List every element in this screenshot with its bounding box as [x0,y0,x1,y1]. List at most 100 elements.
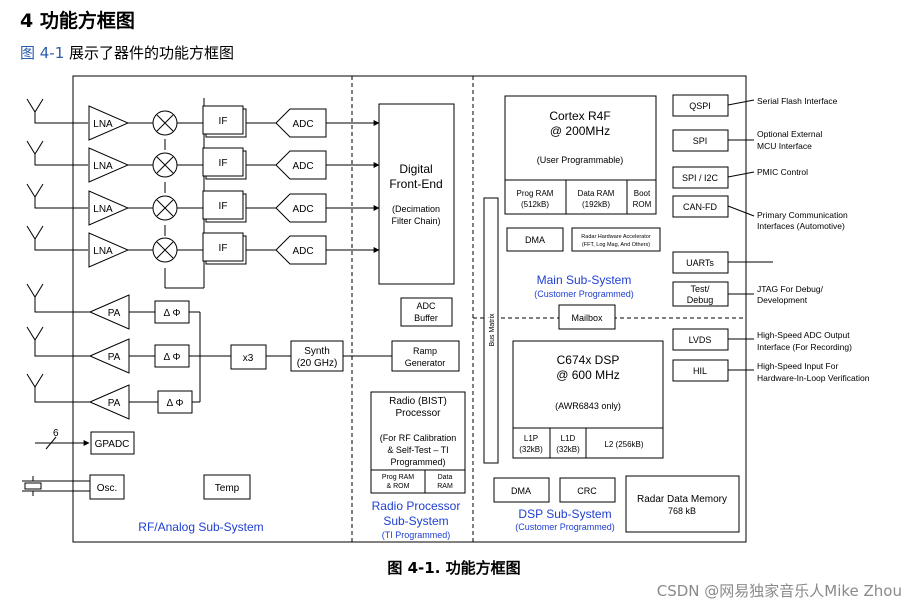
main-dma-label: DMA [525,235,545,245]
rx-row-1: LNA IF ADC [26,98,380,141]
pa-label: PA [108,352,121,363]
multiplier-x3-label: x3 [243,353,254,364]
bist-prog-ram-label: Prog RAM [382,474,414,481]
radar-data-memory-label: Radar Data Memory [637,494,727,505]
synth-block [290,340,344,372]
spi-label: SPI [693,136,708,146]
qspi-label: QSPI [689,101,711,111]
adc-label: ADC [292,246,313,257]
gpadc-inputs-count: 6 [53,428,59,439]
bist-prog-ram-label: & ROM [387,483,410,490]
mailbox-block [558,304,616,330]
rx-row-3: LNA IF ADC [26,183,380,226]
bist-processor-title: Processor [395,408,441,419]
pa-label: PA [108,398,121,409]
test-debug-block [672,281,729,307]
bist-processor-note: & Self-Test – TI [387,445,448,455]
hardware-accelerator-label: (FFT, Log Mag, And Others) [582,242,650,248]
synth-frequency: (20 GHz) [297,358,338,369]
bist-processor-title: Radio (BIST) [389,396,447,407]
bist-data-ram-label: Data [438,474,453,481]
synth-label: Synth [304,346,330,357]
spi-interface: SPI Optional External MCU Interface [672,129,822,152]
spi-i2c-label: SPI / I2C [682,173,719,183]
section-heading: 4 功能方框图 [20,10,135,32]
can-fd-label: CAN-FD [683,202,717,212]
bist-data-ram-label: RAM [437,483,453,490]
l1p-label: (32kB) [519,445,543,454]
radio-subsystem-note: (TI Programmed) [382,530,451,540]
can-fd-description: Interfaces (Automotive) [757,221,845,231]
lvds-description: High-Speed ADC Output [757,330,850,340]
lvds-label: LVDS [689,335,712,345]
dsp-title: @ 600 MHz [556,368,620,382]
multiplier-x3-block [230,344,267,370]
lna-amplifier [88,232,130,268]
dsp-subsystem: C674x DSP @ 600 MHz (AWR6843 only) L1P (… [493,340,740,533]
test-debug-description: Development [757,295,808,305]
test-debug-description: JTAG For Debug/ [757,284,824,294]
hardware-accelerator-label: Radar Hardware Accelerator [581,234,651,240]
digital-front-end-block [378,103,455,285]
main-prog-ram-label: Prog RAM [517,189,554,198]
dsp-title: C674x DSP [557,353,620,367]
qspi-block [672,94,729,117]
bus-matrix-label: Bus Matrix [489,313,496,347]
test-debug-label: Test/ [690,284,710,294]
main-subsystem: Cortex R4F @ 200MHz (User Programmable) … [483,95,661,464]
dsp-subsystem-label: DSP Sub-System [518,507,611,521]
spi-description: Optional External [757,129,822,139]
dsp-block [512,340,664,459]
spi-description: MCU Interface [757,141,812,151]
main-data-ram-label: Data RAM [578,189,615,198]
radar-data-memory-block [625,475,740,533]
rx-row-4: LNA IF ADC [26,225,380,268]
rx-row-2: LNA IF ADC [26,140,380,183]
crc-label: CRC [577,486,597,496]
uarts-label: UARTs [686,258,714,268]
figure-reference-link[interactable]: 图 4-1 [20,44,65,62]
adc-buffer-label: ADC [416,301,436,311]
cortex-r4f-title: @ 200MHz [550,124,610,138]
mailbox-label: Mailbox [571,313,603,323]
hil-description: High-Speed Input For [757,361,838,371]
watermark: CSDN @网易独家音乐人Mike Zhou [656,582,902,600]
adc-buffer-block [400,297,453,327]
dsp-subsystem-note: (Customer Programmed) [515,522,615,532]
lvds-description: Interface (For Recording) [757,342,852,352]
main-dma-block [506,227,564,252]
if-label: IF [219,201,228,212]
bist-processor-block [370,391,466,494]
lna-label: LNA [93,204,113,215]
if-label: IF [219,243,228,254]
can-fd-interface: CAN-FD Primary Communication Interfaces … [672,195,848,231]
adc-label: ADC [292,204,313,215]
radar-data-memory-size: 768 kB [668,506,696,516]
main-subsystem-label: Main Sub-System [537,273,632,287]
tx-row-1: PA Δ Φ [26,283,200,330]
if-block [202,147,244,177]
tx-chain: PA Δ Φ PA Δ Φ PA Δ Φ x3 Synth [26,283,392,420]
lna-label: LNA [93,161,113,172]
dsp-note: (AWR6843 only) [555,401,621,411]
temp-block [203,474,251,500]
main-data-ram-label: (192kB) [582,200,610,209]
pa-label: PA [108,308,121,319]
spi-i2c-block [672,166,729,189]
crystal-icon [22,476,44,496]
chip-boundary [72,75,747,543]
hil-interface: HIL High-Speed Input For Hardware-In-Loo… [672,359,870,383]
dsp-dma-label: DMA [511,486,531,496]
rf-subsystem-label: RF/Analog Sub-System [138,520,263,534]
hil-label: HIL [693,366,707,376]
ramp-generator-label: Generator [405,358,446,368]
radio-subsystem-label: Radio Processor [372,499,461,513]
adc-label: ADC [292,119,313,130]
phase-label: Δ Φ [164,352,181,363]
temp-label: Temp [215,483,240,494]
phase-label: Δ Φ [167,398,184,409]
l1p-label: L1P [524,434,538,443]
adc-buffer-label: Buffer [414,313,438,323]
digital-front-end-note: (Decimation [392,204,440,214]
